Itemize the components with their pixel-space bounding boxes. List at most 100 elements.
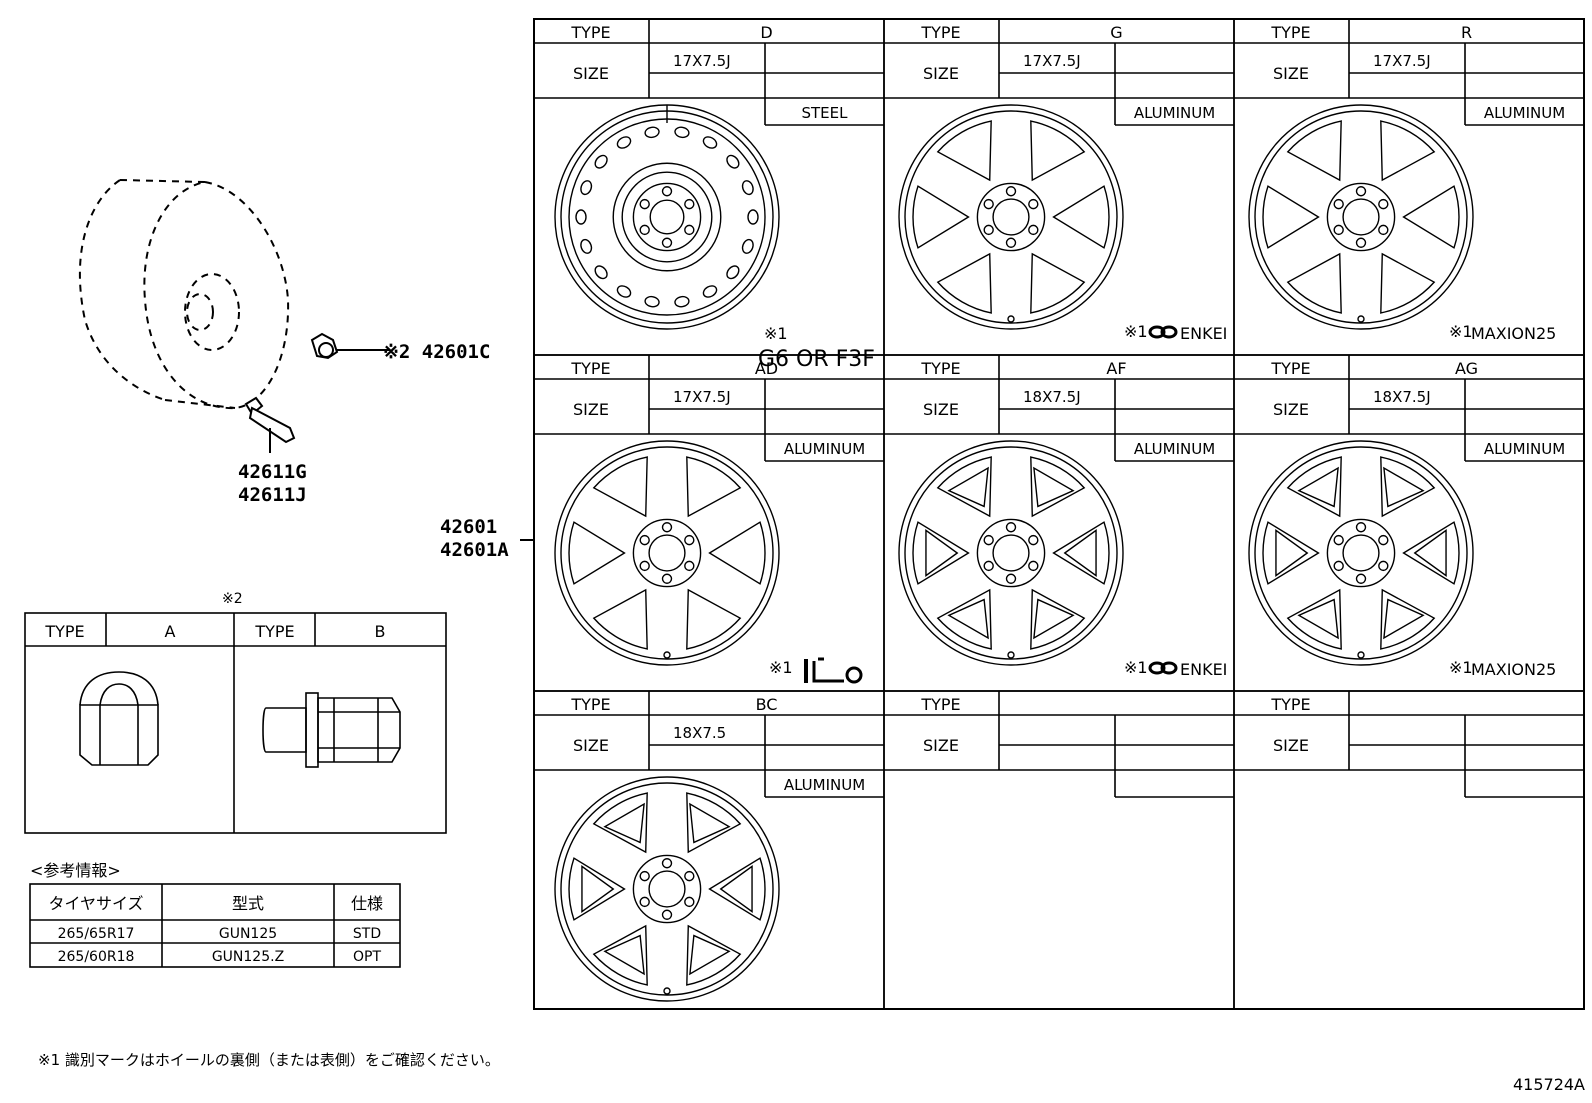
ref-row1-model: GUN125 (219, 926, 277, 942)
rim-inner (560, 446, 774, 660)
nut-table: ※2 TYPE A TYPE B (24, 591, 447, 834)
lug-hole (661, 522, 673, 533)
wheel-drawing-ad (554, 440, 780, 666)
size-value: 17X7.5J (1023, 52, 1081, 70)
lug-hole (983, 198, 994, 210)
valve-stem-part (244, 396, 296, 453)
type-value: D (760, 23, 772, 42)
lug-hole (639, 534, 650, 546)
size-value: 17X7.5J (673, 52, 731, 70)
vent-hole (726, 265, 740, 280)
window-opening (912, 521, 970, 585)
ad-mark-icon (804, 657, 863, 684)
lug-hole (1005, 522, 1017, 533)
window-opening (936, 588, 992, 650)
lug-hole (661, 858, 673, 869)
rim-inner (1254, 446, 1468, 660)
window-opening (1402, 185, 1460, 249)
vent-hole (616, 285, 632, 298)
material-label: ALUMINUM (1134, 440, 1215, 458)
lug-hole (1333, 560, 1344, 572)
size-label: SIZE (1273, 400, 1309, 419)
window-opening (592, 924, 648, 986)
wheel-drawing-ag (1248, 440, 1474, 666)
window-opening (686, 588, 742, 650)
mark-text: MAXION25 (1471, 660, 1556, 679)
lug-hole (1378, 560, 1389, 572)
ref-header-spec: 仕様 (351, 894, 383, 913)
size-label: SIZE (923, 400, 959, 419)
lug-hole (1005, 237, 1017, 248)
window-opening (592, 456, 648, 518)
window-opening (1030, 588, 1086, 650)
vent-hole (741, 238, 754, 254)
window-opening (1030, 120, 1086, 182)
wheel-callout-1: 42601 (440, 516, 497, 538)
window-opening (1030, 252, 1086, 314)
wheel-drawing-bc (554, 776, 780, 1002)
hub-cap-callout: ※2 42601C (383, 341, 490, 363)
lug-hole (1378, 534, 1389, 546)
window-opening (936, 252, 992, 314)
size-value: 18X7.5 (673, 724, 726, 742)
hub-cap-part (310, 332, 390, 360)
window-opening (1286, 120, 1342, 182)
lug-hole (684, 870, 695, 882)
window-opening (936, 120, 992, 182)
window-opening (592, 588, 648, 650)
lug-hole (1378, 198, 1389, 210)
size-label: SIZE (1273, 64, 1309, 83)
window-opening (708, 857, 766, 921)
rim-outer (1248, 104, 1474, 330)
window-opening (1030, 456, 1086, 518)
diagram-id: 415724A (1513, 1075, 1585, 1094)
reference-table: <参考情報> タイヤサイズ 型式 仕様 265/65R17 GUN125 STD… (29, 861, 401, 968)
footnote: ※1 識別マークはホイールの裏側（または表側）をご確認ください。 (38, 1051, 500, 1069)
vent-hole (644, 295, 660, 308)
lug-hole (1028, 560, 1039, 572)
lug-hole (684, 560, 695, 572)
material-label: ALUMINUM (784, 440, 865, 458)
enkei-logo-icon (1148, 661, 1178, 675)
lug-hole (639, 896, 650, 908)
valve-hole (1357, 651, 1365, 659)
lug-hole (661, 573, 673, 584)
vent-hole (580, 238, 593, 254)
ref-header-model: 型式 (232, 894, 264, 913)
reference-title: <参考情報> (30, 861, 121, 880)
lug-hole (1355, 186, 1367, 197)
vent-hole (594, 154, 608, 169)
size-label: SIZE (573, 64, 609, 83)
type-label: TYPE (570, 359, 610, 378)
lug-hole (639, 870, 650, 882)
lug-hole (661, 237, 673, 248)
lug-hole (983, 534, 994, 546)
lug-hole (661, 909, 673, 920)
lug-hole (1028, 198, 1039, 210)
lug-hole (684, 224, 695, 236)
mark-note: ※1 (764, 324, 788, 343)
ref-row2-model: GUN125.Z (212, 949, 284, 965)
type-value: AF (1106, 359, 1126, 378)
rim-outer (554, 104, 780, 330)
lug-hole (1333, 534, 1344, 546)
nut-type-label-a: TYPE (44, 622, 84, 641)
valve-hole (663, 987, 671, 995)
wheel-callout-2: 42601A (440, 539, 509, 561)
vent-hole (644, 126, 660, 139)
mark-text: MAXION25 (1471, 324, 1556, 343)
lug-hole (639, 224, 650, 236)
vent-hole (726, 154, 740, 169)
window-opening (686, 792, 742, 854)
lug-nut-icon (262, 692, 401, 768)
lug-hole (684, 198, 695, 210)
window-opening (1262, 521, 1320, 585)
size-label: SIZE (1273, 736, 1309, 755)
rim-outer (554, 440, 780, 666)
